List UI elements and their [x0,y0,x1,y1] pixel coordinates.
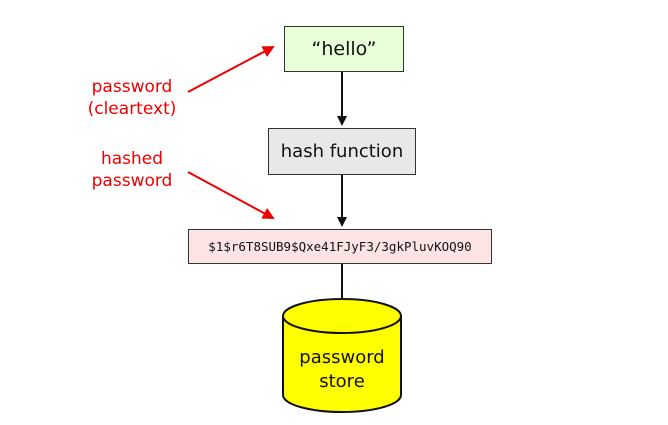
input-text: “hello” [311,38,377,60]
cylinder-body [282,316,402,413]
cylinder-top [282,298,402,334]
password-store-label: password store [282,346,402,394]
annotation-cleartext: password (cleartext) [72,76,192,120]
hashed-value-box: $1$r6T8SUB9$Qxe41FJyF3/3gkPluvKOQ90 [188,229,492,264]
annotation-cleartext-line-1: password [91,77,173,97]
annotation-hashed: hashed password [72,148,192,192]
store-line-1: password [299,347,385,368]
annotation-arrow-hashed [187,171,275,219]
annotation-hashed-line-2: password [91,171,173,191]
annotation-hashed-line-1: hashed [100,149,164,169]
password-store-cylinder [282,298,402,413]
annotation-arrow-cleartext [187,46,275,93]
store-line-2: store [319,371,365,392]
hash-function-text: hash function [280,141,404,162]
hashed-value-text: $1$r6T8SUB9$Qxe41FJyF3/3gkPluvKOQ90 [208,239,472,254]
hash-function-box: hash function [268,128,416,175]
input-box: “hello” [284,26,404,72]
annotation-cleartext-line-2: (cleartext) [87,99,177,119]
